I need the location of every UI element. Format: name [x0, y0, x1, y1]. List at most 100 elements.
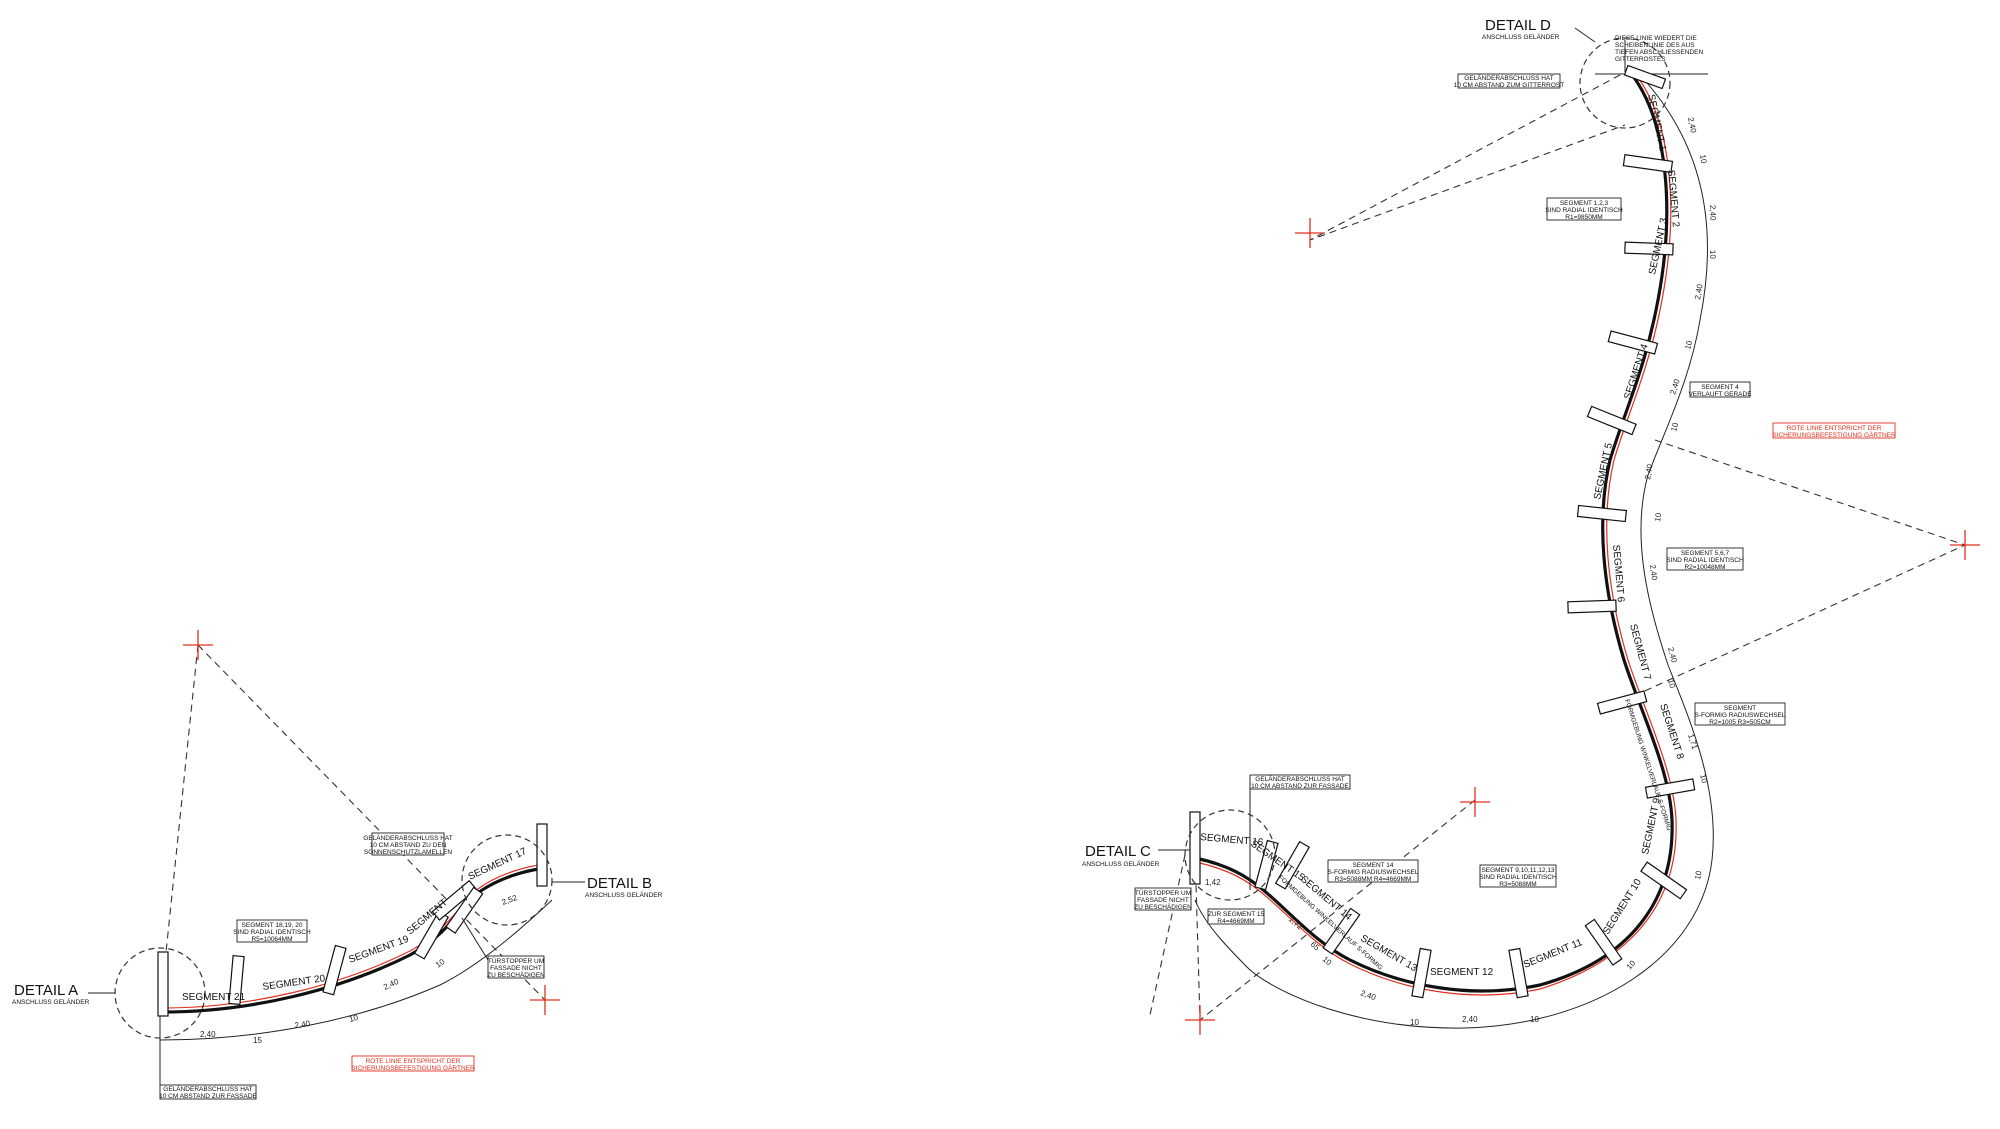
note-line: R3=5088MM — [1499, 881, 1536, 888]
note-line: SICHERUNGSBEFESTIGUNG GÄRTNER — [1772, 431, 1896, 439]
note-box-seg15: ZUR SEGMENT 15 R4=4669MM — [1207, 908, 1264, 925]
note-line: SIND RADIAL IDENTISCH — [233, 929, 311, 936]
post — [1411, 947, 1432, 999]
dimension: 2,52 — [501, 893, 519, 907]
note-line: S-FORMIG RADIUSWECHSEL — [1327, 869, 1418, 876]
note-line: ROTE LINIE ENTSPRICHT DER — [366, 1058, 461, 1065]
dimension: 2,40 — [1462, 1015, 1478, 1024]
dimension: 2,40 — [382, 977, 400, 992]
note-line: GELÄNDERABSCHLUSS HAT — [1464, 74, 1553, 82]
dimension: 10 — [1683, 339, 1694, 350]
segment-label: SEGMENT 21 — [182, 992, 246, 1003]
dimension-line — [1194, 74, 1714, 1029]
dimension: 10 — [1653, 512, 1663, 523]
note-line: 10 CM ABSTAND ZUR FASSADE — [159, 1093, 257, 1100]
note-line: SCHEIBENLINIE DES AUS — [1615, 42, 1695, 49]
note-line: TIEFEN ABSCHLIESSENDEN — [1615, 49, 1703, 56]
note-detail-d-top: DIESE LINIE WIEDERT DIE SCHEIBENLINIE DE… — [1615, 35, 1703, 72]
dimension: 2,40 — [200, 1030, 216, 1039]
dimension: 10 — [1669, 421, 1680, 432]
detail-c-subtitle: ANSCHLUSS GELÄNDER — [1082, 860, 1160, 868]
note-box-gel-a: GELÄNDERABSCHLUSS HAT 10 CM ABSTAND ZUR … — [159, 1016, 258, 1100]
construction-line — [159, 644, 199, 1011]
dimension: 10 — [1666, 678, 1677, 689]
post — [1508, 947, 1529, 999]
detail-c-title: DETAIL C — [1085, 843, 1151, 860]
post — [1596, 690, 1648, 715]
note-line: SEGMENT 4 — [1701, 384, 1739, 391]
radius-center-markers — [1185, 218, 1980, 1035]
left-railing: SEGMENT 21 SEGMENT 20 SEGMENT 19 SEGMENT… — [12, 630, 663, 1100]
detail-b-title: DETAIL B — [587, 875, 652, 892]
construction-line — [197, 644, 546, 1001]
note-line: SEGMENT 9,10,11,12,13 — [1481, 867, 1554, 874]
dimension: 15 — [253, 1036, 262, 1045]
note-line: R2=10048MM — [1684, 564, 1725, 571]
dimension: 10 — [1410, 1018, 1419, 1027]
note-line: GITTERROSTES — [1615, 56, 1666, 63]
detail-a-subtitle: ANSCHLUSS GELÄNDER — [12, 998, 90, 1006]
dimension: 2,40 — [1666, 646, 1679, 664]
note-box-red-left: ROTE LINIE ENTSPRICHT DER SICHERUNGSBEFE… — [351, 1055, 475, 1072]
post — [1322, 907, 1361, 955]
dimension: 10 — [1708, 250, 1717, 260]
dimension: 2,40 — [1693, 283, 1705, 300]
posts — [1189, 64, 1696, 999]
dimension: 10 — [1693, 869, 1704, 880]
post — [1640, 861, 1688, 900]
note-box-seg14: SEGMENT 14 S-FORMIG RADIUSWECHSEL R3=508… — [1327, 859, 1419, 883]
post — [1584, 918, 1623, 966]
radius-center-cross — [1295, 218, 1325, 248]
dimension: 10 — [1698, 773, 1709, 784]
note-line: VERLAUFT GERADE — [1688, 391, 1752, 398]
note-line: DIESE LINIE WIEDERT DIE — [1615, 35, 1697, 42]
note-line: SICHERUNGSBEFESTIGUNG GÄRTNER — [351, 1064, 475, 1072]
detail-d-title: DETAIL D — [1485, 17, 1551, 34]
note-line: FASSADE NICHT — [490, 965, 542, 972]
note-line: TÜRSTOPPER UM — [1135, 889, 1191, 897]
note-box-tuer-c: TÜRSTOPPER UM FASSADE NICHT ZU BESCHÄDIG… — [1134, 887, 1192, 911]
note-line: R5=10064MM — [251, 936, 292, 943]
note-line: R3=5088MM R4=4669MM — [1335, 876, 1412, 883]
post — [1274, 840, 1311, 890]
dimension: 2,40 — [1359, 988, 1377, 1002]
post — [1576, 504, 1628, 523]
dimension-line — [159, 899, 553, 1041]
note-line: 10 CM ABSTAND ZUR FASSADE — [1251, 783, 1349, 790]
detail-c-circle — [1184, 809, 1276, 901]
note-box-seg9-13: SEGMENT 9,10,11,12,13 SIND RADIAL IDENTI… — [1479, 864, 1557, 888]
dimension: 10 — [1625, 958, 1638, 971]
dimension: 10 — [1321, 955, 1334, 968]
post — [1586, 405, 1637, 436]
note-line: SIND RADIAL IDENTISCH — [1545, 207, 1623, 214]
construction-line — [1149, 854, 1186, 1016]
right-railing: SEGMENT 1 SEGMENT 2 SEGMENT 3 SEGMENT 4 … — [1082, 17, 1980, 1035]
dimension: 10 — [348, 1013, 359, 1024]
dimension: 10 — [1530, 1015, 1539, 1024]
dimension: 1,71 — [1686, 733, 1700, 751]
dimension: 1,42 — [1205, 878, 1221, 887]
post — [1623, 64, 1667, 90]
dimension: 10 — [1698, 154, 1709, 165]
note-line: TÜRSTOPPER UM — [488, 957, 544, 965]
note-line: R2=1005 R3=505CM — [1709, 719, 1770, 726]
segment-label: SEGMENT 1 — [1645, 93, 1668, 152]
note-line: SEGMENT 5,6,7 — [1681, 550, 1730, 557]
dimension: 2,40 — [294, 1019, 311, 1030]
radius-center-cross — [1460, 787, 1490, 817]
post — [445, 886, 484, 934]
note-box-seg123: SEGMENT 1,2,3 SIND RADIAL IDENTISCH R1=9… — [1545, 197, 1623, 221]
note-box-seg18-20: SEGMENT 18,19, 20 SIND RADIAL IDENTISCH … — [233, 919, 311, 943]
note-line: SEGMENT 14 — [1352, 862, 1393, 869]
post — [1567, 599, 1617, 614]
dimension: 2,40 — [1643, 463, 1655, 480]
note-line: 10 CM ABSTAND ZUM GITTERROST — [1454, 82, 1564, 89]
note-box-gel-c: GELÄNDERABSCHLUSS HAT 10 CM ABSTAND ZUR … — [1249, 774, 1351, 890]
note-line: GELÄNDERABSCHLUSS HAT — [1255, 775, 1344, 783]
note-box-gel-b: GELÄNDERABSCHLUSS HAT 10 CM ABSTAND ZU D… — [363, 832, 453, 856]
note-line: GELÄNDERABSCHLUSS HAT — [163, 1085, 252, 1093]
segment-label: SEGMENT 16 — [1200, 832, 1264, 849]
dimension: 2,40 — [1708, 205, 1718, 221]
post — [1607, 330, 1659, 355]
radius-center-cross — [1185, 1005, 1215, 1035]
